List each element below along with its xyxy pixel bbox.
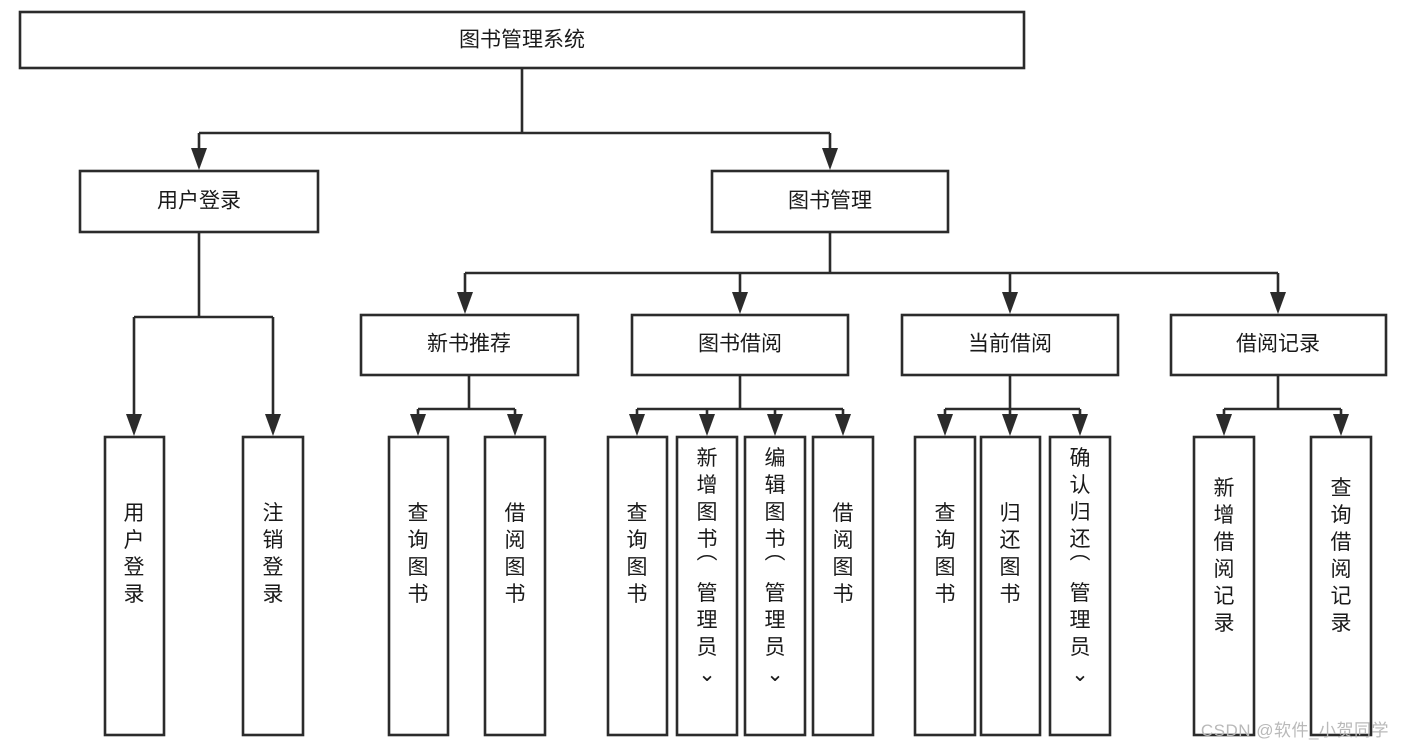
node-user-login-box[interactable] [78,169,320,234]
connector-group-user-login-to-leaves [126,232,281,436]
node-current-borrow-box[interactable] [900,313,1120,377]
node-borrow-record-box[interactable] [1169,313,1388,377]
node-borrow-record[interactable]: 借阅记录 [1169,313,1388,377]
node-leaf-edit-book-label: 编辑图书⌒管理员⌄ [765,447,786,686]
node-book-manage-box[interactable] [710,169,950,234]
node-new-book-rec-label: 新书推荐 [427,333,511,356]
node-leaf-logout-label: 注销登录 [263,502,284,606]
node-current-borrow[interactable]: 当前借阅 [900,313,1120,377]
node-leaf-query-book-1-label: 查询图书 [408,502,429,606]
node-leaf-confirm-return-label: 确认归还⌒管理员⌄ [1070,447,1091,686]
node-leaf-user-login[interactable]: 用户登录 [103,435,166,737]
node-user-login-label: 用户登录 [157,190,241,213]
node-new-book-rec-box[interactable] [359,313,580,377]
arrow-head-leaf-query-record [1333,414,1349,436]
arrow-head-leaf-logout [265,414,281,436]
connector-group-borrow-record-to-leaves [1216,375,1349,436]
arrow-head-user-login [191,148,207,170]
arrow-head-new-book-rec [457,292,473,314]
arrow-head-leaf-query-book-2 [629,414,645,436]
node-leaf-query-book-3[interactable]: 查询图书 [913,435,977,737]
node-leaf-query-record-box[interactable] [1309,435,1373,737]
arrow-head-leaf-add-record [1216,414,1232,436]
node-leaf-borrow-book-2-label: 借阅图书 [833,502,854,606]
node-leaf-borrow-book-2[interactable]: 借阅图书 [811,435,875,737]
node-leaf-query-record[interactable]: 查询借阅记录 [1309,435,1373,737]
connector-group-root-to-level2 [191,68,838,170]
connector-group-current-borrow-to-leaves [937,375,1088,436]
node-borrow-record-label: 借阅记录 [1236,333,1320,356]
arrow-head-leaf-confirm-return [1072,414,1088,436]
arrow-head-leaf-borrow-book-1 [507,414,523,436]
node-leaf-query-book-2-box[interactable] [606,435,669,737]
node-leaf-return-book[interactable]: 归还图书 [979,435,1042,737]
node-leaf-return-book-box[interactable] [979,435,1042,737]
node-leaf-query-book-3-box[interactable] [913,435,977,737]
node-root-label: 图书管理系统 [459,29,585,52]
node-leaf-return-book-label: 归还图书 [1000,502,1021,606]
node-leaf-add-record-box[interactable] [1192,435,1256,737]
arrow-head-leaf-query-book-1 [410,414,426,436]
csdn-watermark: CSDN @软件_小贺同学 [1200,721,1389,740]
node-root-box[interactable] [18,10,1026,70]
node-book-borrow-box[interactable] [630,313,850,377]
connector-group-book-manage-to-level3 [457,232,1286,314]
node-leaf-query-book-1-box[interactable] [387,435,450,737]
node-leaf-confirm-return-box[interactable] [1048,435,1112,737]
arrow-head-leaf-borrow-book-2 [835,414,851,436]
node-leaf-logout-box[interactable] [241,435,305,737]
node-leaf-add-book[interactable]: 新增图书⌒管理员⌄ [675,435,739,737]
connector-group-new-book-rec-to-leaves [410,375,523,436]
node-leaf-logout[interactable]: 注销登录 [241,435,305,737]
node-leaf-user-login-label: 用户登录 [124,502,145,606]
node-leaf-add-record-label: 新增借阅记录 [1214,477,1235,635]
node-book-manage[interactable]: 图书管理 [710,169,950,234]
arrow-head-borrow-record [1270,292,1286,314]
node-leaf-query-book-1[interactable]: 查询图书 [387,435,450,737]
node-leaf-query-record-label: 查询借阅记录 [1331,477,1352,635]
arrow-head-leaf-query-book-3 [937,414,953,436]
arrow-head-leaf-return-book [1002,414,1018,436]
arrow-head-current-borrow [1002,292,1018,314]
node-leaf-confirm-return[interactable]: 确认归还⌒管理员⌄ [1048,435,1112,737]
node-leaf-query-book-2[interactable]: 查询图书 [606,435,669,737]
node-book-borrow[interactable]: 图书借阅 [630,313,850,377]
node-user-login[interactable]: 用户登录 [78,169,320,234]
node-current-borrow-label: 当前借阅 [968,333,1052,356]
node-leaf-borrow-book-1-box[interactable] [483,435,547,737]
arrow-head-leaf-edit-book [767,414,783,436]
node-leaf-query-book-2-label: 查询图书 [627,502,648,606]
node-new-book-rec[interactable]: 新书推荐 [359,313,580,377]
node-book-borrow-label: 图书借阅 [698,333,782,356]
node-leaf-borrow-book-2-box[interactable] [811,435,875,737]
connector-group-book-borrow-to-leaves [629,375,851,436]
node-leaf-edit-book-box[interactable] [743,435,807,737]
arrow-head-leaf-user-login [126,414,142,436]
arrow-head-book-borrow [732,292,748,314]
arrow-head-book-manage [822,148,838,170]
node-leaf-add-record[interactable]: 新增借阅记录 [1192,435,1256,737]
node-leaf-query-book-3-label: 查询图书 [935,502,956,606]
node-leaf-user-login-box[interactable] [103,435,166,737]
arrow-head-leaf-add-book [699,414,715,436]
node-leaf-add-book-box[interactable] [675,435,739,737]
node-root[interactable]: 图书管理系统 [18,10,1026,70]
node-leaf-borrow-book-1-label: 借阅图书 [505,502,526,606]
node-leaf-add-book-label: 新增图书⌒管理员⌄ [697,447,718,686]
node-leaf-borrow-book-1[interactable]: 借阅图书 [483,435,547,737]
node-leaf-edit-book[interactable]: 编辑图书⌒管理员⌄ [743,435,807,737]
node-book-manage-label: 图书管理 [788,190,872,213]
